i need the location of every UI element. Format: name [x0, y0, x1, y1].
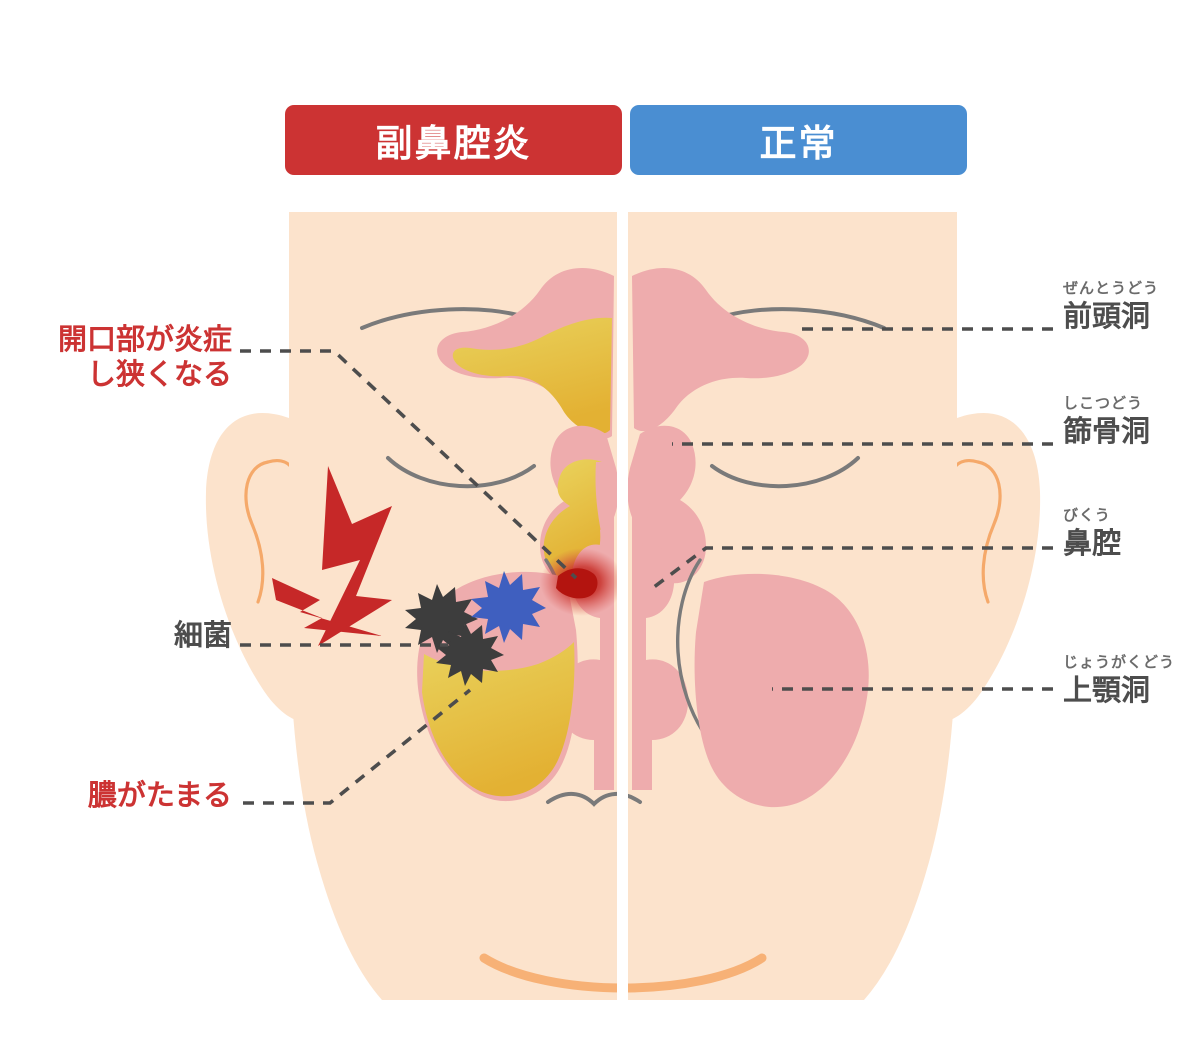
leader-pus — [243, 688, 472, 805]
annotation-frontal-sinus: ぜんとうどう 前頭洞 — [1063, 281, 1159, 334]
annotation-maxillary-sinus-ruby: じょうがくどう — [1063, 653, 1176, 671]
annotation-ostium: 開口部が炎症 し狭くなる — [10, 322, 232, 393]
annotation-ethmoid-sinus-ruby: しこつどう — [1063, 394, 1144, 412]
annotation-ethmoid-sinus-kanji: 篩骨洞 — [1063, 414, 1151, 448]
annotation-frontal-sinus-ruby: ぜんとうどう — [1063, 279, 1160, 297]
annotation-maxillary-sinus: じょうがくどう 上顎洞 — [1063, 655, 1175, 708]
turbinate-outline-normal — [675, 558, 704, 732]
annotation-frontal-sinus-kanji: 前頭洞 — [1063, 299, 1151, 333]
bacteria-icon-3 — [436, 622, 504, 686]
eyebrow-left — [360, 307, 530, 330]
annotation-ostium-line1: 開口部が炎症 — [57, 322, 232, 356]
pain-bolt-small — [272, 578, 382, 636]
bacteria-icon-1 — [405, 584, 478, 653]
header-pill-sinusitis-label: 副鼻腔炎 — [375, 122, 532, 165]
annotation-nasal-cavity-ruby: びくう — [1063, 506, 1111, 524]
annotation-bacteria: 細菌 — [10, 618, 232, 653]
annotation-nasal-cavity-kanji: 鼻腔 — [1063, 526, 1122, 560]
maxillary-sinus-pus — [422, 642, 575, 797]
header-pill-sinusitis[interactable]: 副鼻腔炎 — [285, 105, 622, 175]
frontal-sinus-normal — [632, 267, 809, 432]
leader-nasal — [648, 546, 1053, 592]
ostium-core — [556, 568, 598, 599]
eye-right — [710, 456, 860, 489]
annotation-pus-line1: 膿がたまる — [87, 778, 232, 812]
header-pill-normal-label: 正常 — [759, 122, 838, 165]
eyebrow-right — [716, 307, 886, 330]
header-pill-normal[interactable]: 正常 — [630, 105, 967, 175]
annotation-pus: 膿がたまる — [10, 778, 232, 813]
midline-split — [617, 206, 628, 1006]
bacteria-icon-2 — [471, 571, 546, 643]
maxillary-sinus-normal — [694, 573, 869, 808]
annotation-ethmoid-sinus: しこつどう 篩骨洞 — [1063, 396, 1150, 449]
pain-bolt-large — [318, 466, 392, 646]
annotation-maxillary-sinus-kanji: 上顎洞 — [1063, 673, 1151, 707]
eye-left — [386, 456, 536, 489]
frontal-sinus-pus — [452, 317, 612, 434]
annotation-ostium-line2: し狭くなる — [86, 357, 232, 392]
nasal-cavity-normal — [632, 462, 689, 790]
annotation-bacteria-line1: 細菌 — [173, 618, 232, 652]
annotation-nasal-cavity: びくう 鼻腔 — [1063, 508, 1121, 561]
